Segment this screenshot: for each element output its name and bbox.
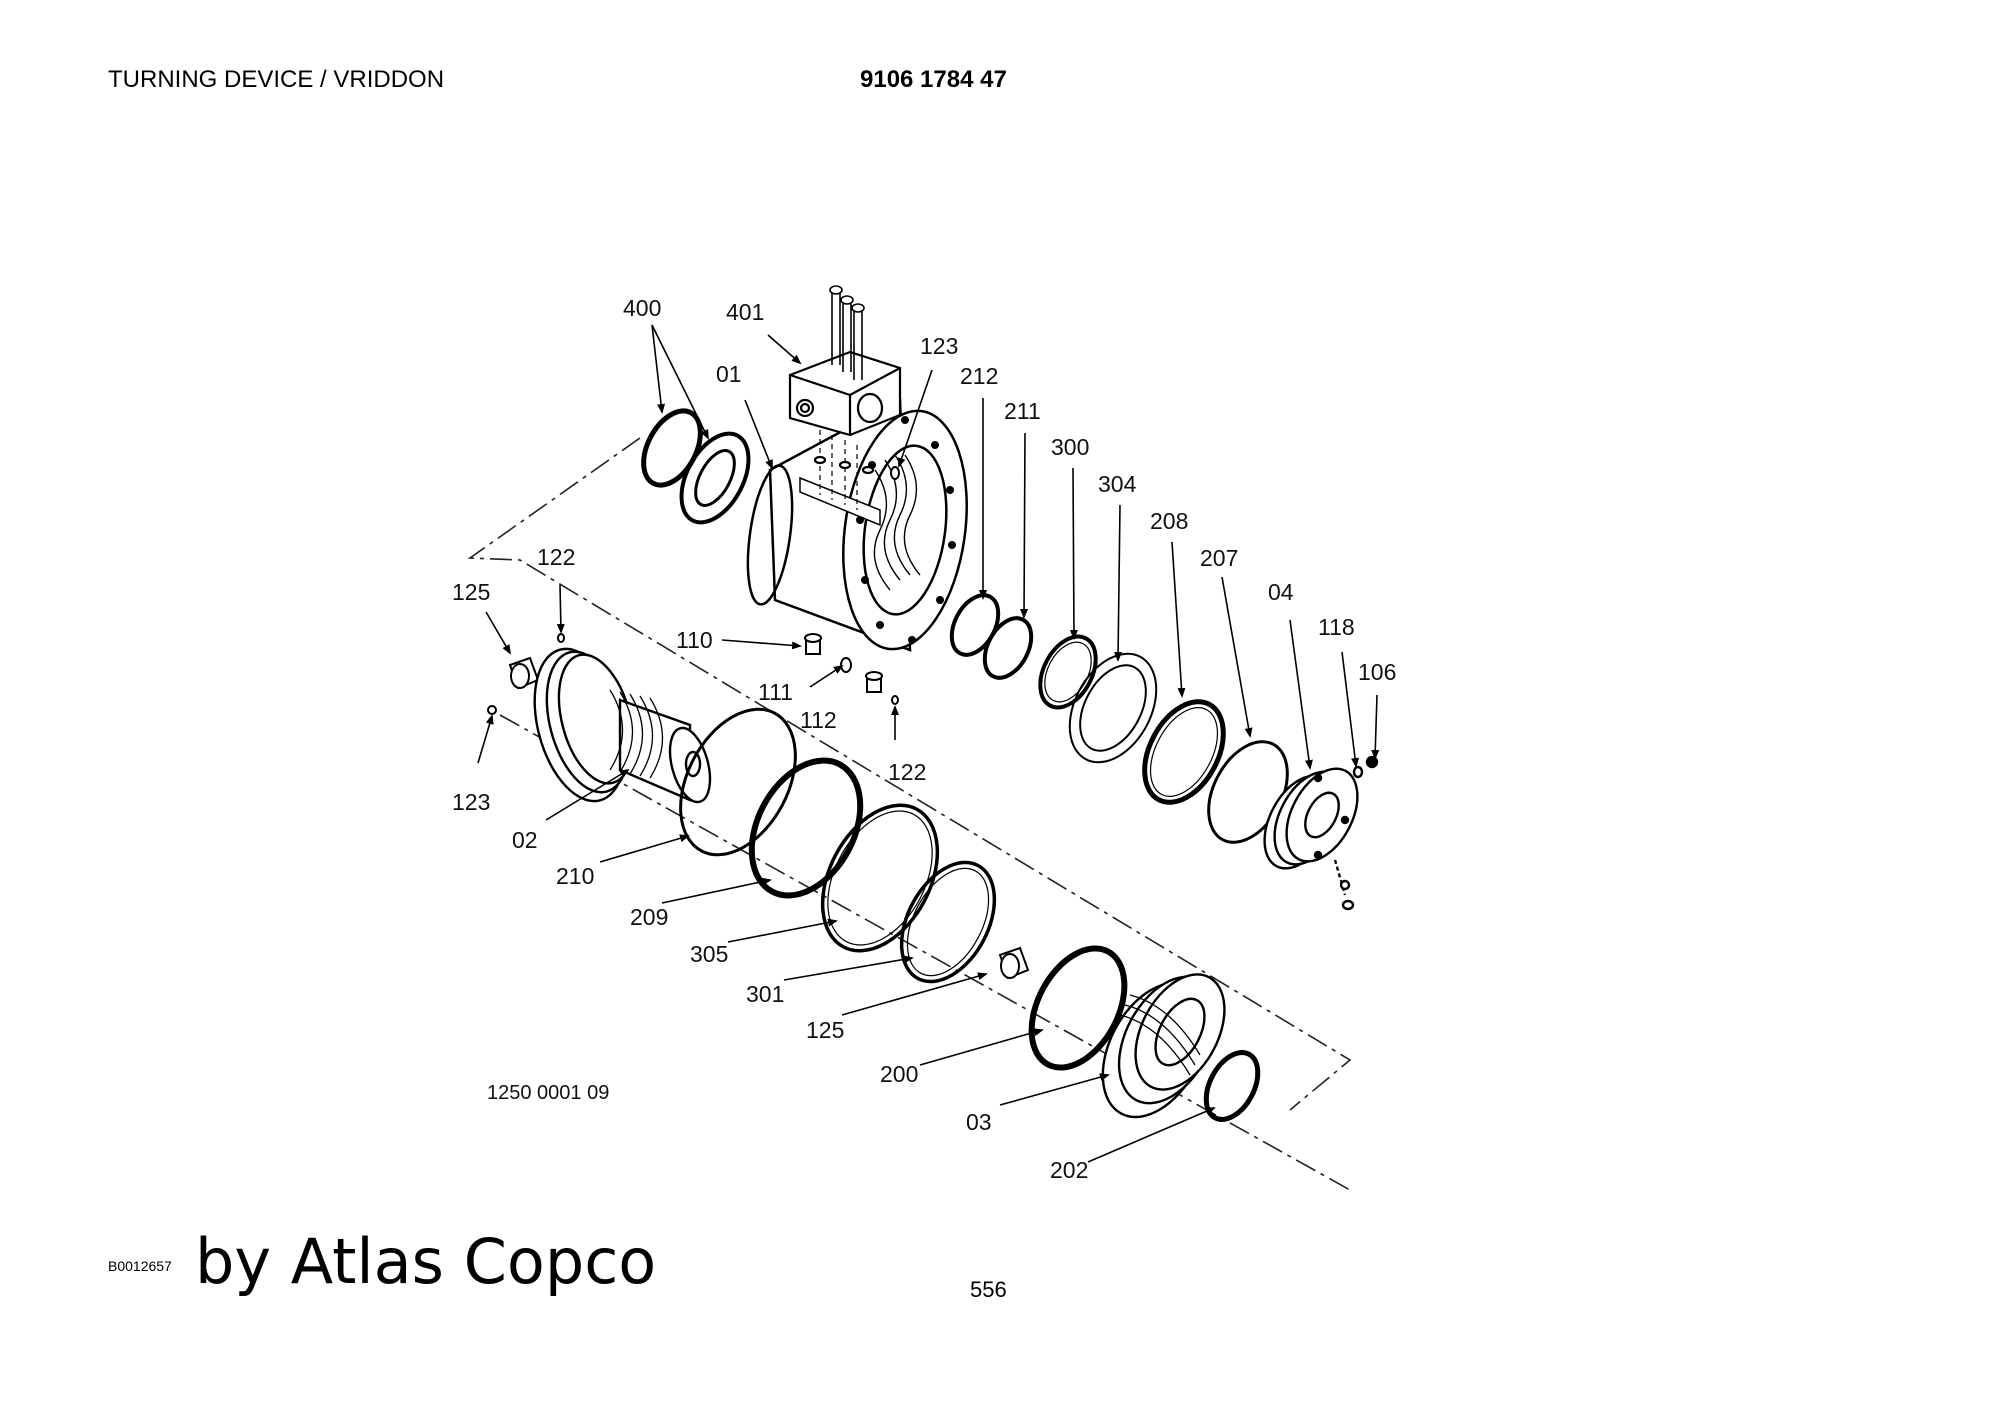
callout-210: 210 [556,863,594,889]
callout-123-left: 123 [452,789,490,815]
callout-122-right: 122 [888,759,926,785]
callout-123-top: 123 [920,333,958,359]
callout-125-bottom: 125 [806,1017,844,1043]
document-number: 9106 1784 47 [860,66,1007,93]
callout-207: 207 [1200,545,1238,571]
callout-125-left: 125 [452,579,490,605]
part-125-bushings [508,656,1030,980]
part-401-block [788,285,902,510]
callout-305: 305 [690,941,728,967]
callout-111: 111 [758,679,793,705]
seal-rings-lower [679,707,1261,1122]
callout-401: 401 [726,299,764,325]
callout-202: 202 [1050,1157,1088,1183]
callout-106: 106 [1358,659,1396,685]
callout-200: 200 [880,1061,918,1087]
small-fittings [487,466,900,715]
callout-01: 01 [716,361,742,387]
callout-04: 04 [1268,579,1294,605]
callout-209: 209 [630,904,668,930]
callout-304: 304 [1098,471,1137,497]
callout-212: 212 [960,363,998,389]
callout-112: 112 [800,707,837,733]
part-01-housing [746,397,968,652]
page-number: 556 [970,1277,1007,1302]
callout-02: 02 [512,827,538,853]
callout-400: 400 [623,295,661,321]
part-04-end-cap [1263,755,1379,911]
page-title: TURNING DEVICE / VRIDDON [108,66,445,93]
part-02-shaft [533,647,712,804]
part-03-nut [1101,973,1226,1119]
part-400-seals [641,408,751,525]
seal-rings-upper [949,593,1289,844]
callout-118: 118 [1318,614,1355,640]
callout-208: 208 [1150,508,1188,534]
figure-number: 1250 0001 09 [487,1082,609,1104]
callout-300: 300 [1051,434,1089,460]
callout-122-left: 122 [537,544,575,570]
leader-lines [477,324,1380,1163]
footer-brand: by Atlas Copco [195,1225,657,1298]
callout-301: 301 [746,981,784,1007]
callout-110: 110 [676,627,713,653]
footer-code: B0012657 [108,1258,172,1274]
callout-03: 03 [966,1109,992,1135]
callout-labels: 400 401 01 123 212 211 300 304 208 207 0… [452,295,1396,1183]
callout-211: 211 [1004,398,1041,424]
